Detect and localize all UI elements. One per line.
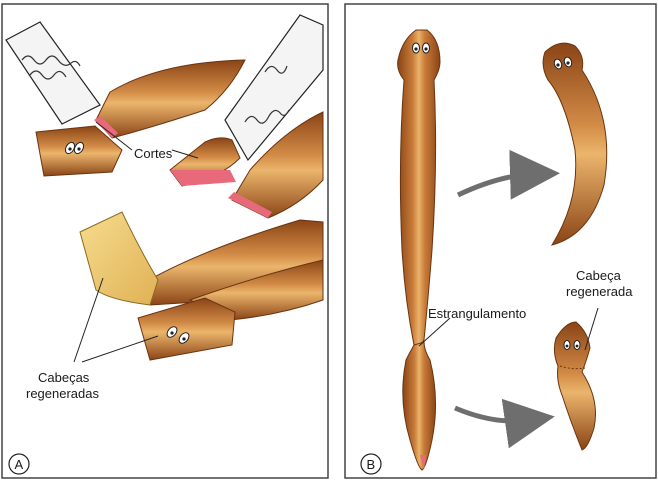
panel-a-letter: A — [15, 457, 24, 472]
panel-b: Estrangulamento Cabeça regenerada B — [345, 4, 656, 478]
constriction-label: Estrangulamento — [428, 306, 526, 321]
panel-b-border — [345, 4, 656, 478]
cuts-label: Cortes — [134, 146, 173, 161]
heads-label-line1: Cabeças — [38, 370, 90, 385]
regenerated-head-line2: regenerada — [566, 284, 633, 299]
panel-a: Cortes Cabeças regeneradas A — [2, 4, 328, 478]
panel-b-letter: B — [367, 457, 376, 472]
heads-label-line2: regeneradas — [26, 386, 99, 401]
regenerated-head-line1: Cabeça — [576, 268, 622, 283]
